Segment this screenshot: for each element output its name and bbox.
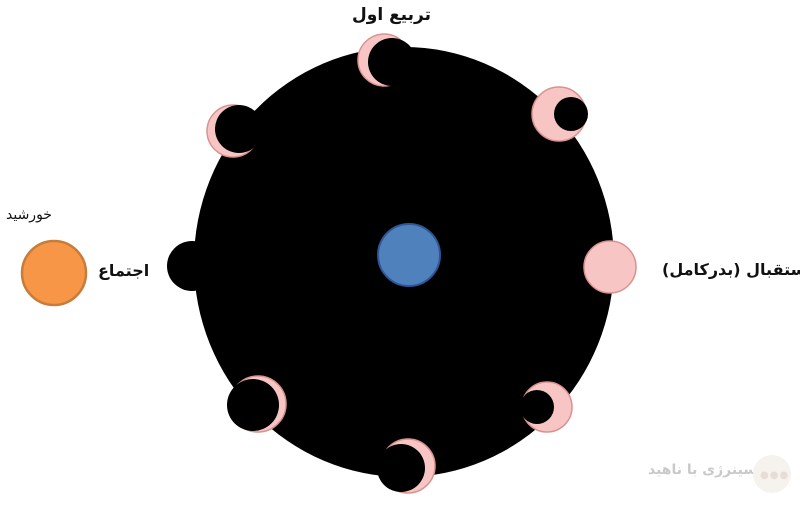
watermark-dots-icon: ●●● (760, 470, 790, 481)
watermark-logo (753, 455, 791, 493)
earth (377, 223, 441, 287)
label-first-quarter: تربیع اول (352, 5, 431, 25)
moon-waxing-crescent (206, 104, 263, 158)
label-sun: خورشید (6, 207, 52, 223)
label-new-moon: اجتماع (98, 261, 150, 280)
moon-full (583, 240, 637, 294)
moon-waxing-gibbous (531, 86, 588, 142)
label-full-moon: استقبال (بدرکامل) (662, 260, 800, 279)
moon-first-quarter (357, 33, 416, 87)
moon-new (167, 241, 217, 291)
moon-waning-crescent (227, 375, 287, 433)
watermark-text: سینرژی با ناهید (648, 462, 758, 478)
sun (20, 239, 88, 307)
moon-last-quarter (377, 438, 436, 494)
moon-waning-gibbous (520, 381, 573, 433)
